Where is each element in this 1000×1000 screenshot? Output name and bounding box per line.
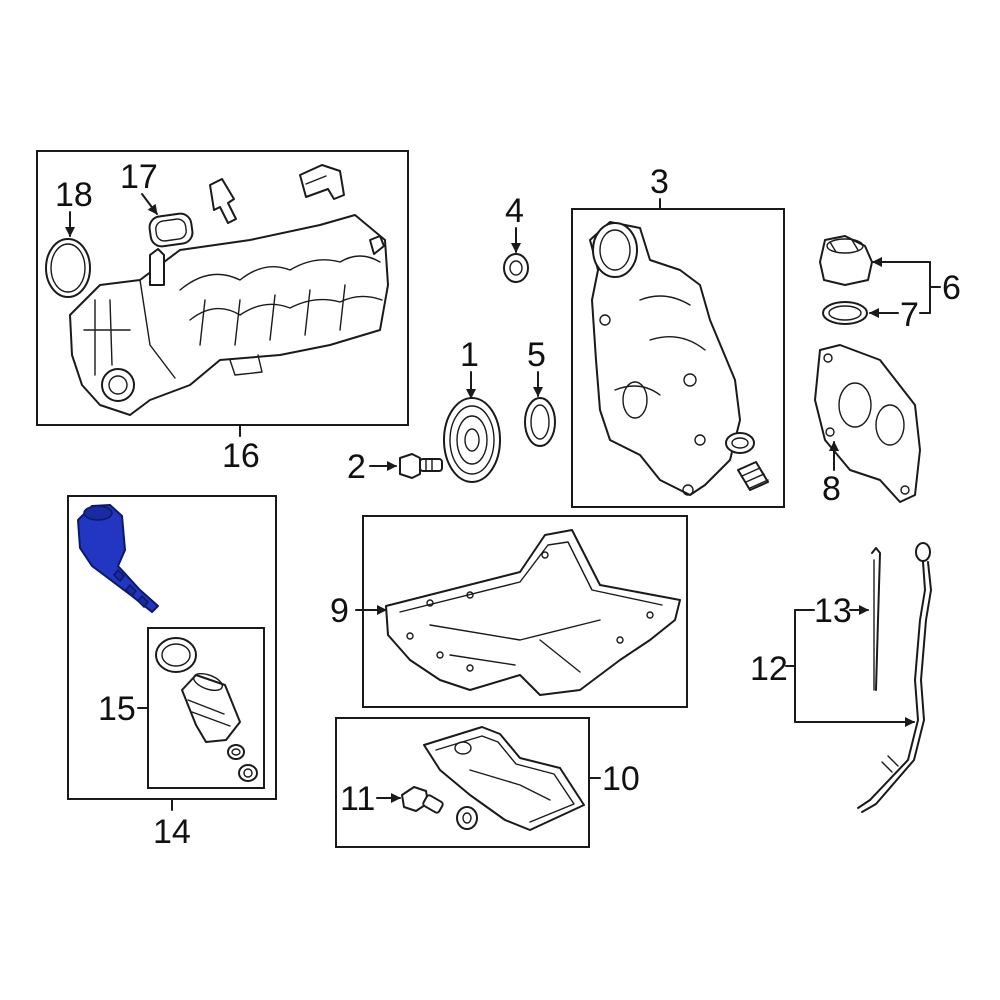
sensor-part[interactable]	[209, 164, 345, 224]
bolt-part-2[interactable]	[399, 453, 443, 479]
oring-small[interactable]	[725, 432, 755, 454]
callout-16[interactable]: 16	[222, 437, 260, 475]
timing-cover-part-3[interactable]	[589, 221, 741, 496]
front-seal-group: 4 5 1 2	[347, 192, 556, 486]
lower-pan-box	[335, 717, 590, 848]
intake-manifold-box	[36, 150, 409, 426]
timing-cover-group: 3	[571, 163, 785, 508]
filler-cap-group: 6 7 8	[814, 235, 961, 508]
callout-14[interactable]: 14	[153, 813, 191, 851]
callout-3[interactable]: 3	[650, 163, 669, 201]
filter-element[interactable]	[181, 670, 241, 743]
seal-part-5[interactable]	[524, 397, 556, 447]
callout-7[interactable]: 7	[900, 296, 919, 334]
oil-pan-part-9[interactable]	[385, 529, 681, 696]
callout-18[interactable]: 18	[55, 176, 93, 214]
callout-12[interactable]: 12	[750, 650, 788, 688]
callout-8[interactable]: 8	[822, 470, 841, 508]
callout-10[interactable]: 10	[602, 760, 640, 798]
filler-cap-part-6[interactable]	[819, 235, 873, 286]
dipstick-group: 13 12	[750, 542, 932, 813]
timing-cover-box	[571, 208, 785, 508]
manifold-body[interactable]	[69, 214, 389, 416]
oil-pan-group: 9	[330, 515, 688, 708]
callout-17[interactable]: 17	[120, 158, 158, 196]
callout-11[interactable]: 11	[340, 780, 375, 818]
callout-4[interactable]: 4	[505, 192, 524, 230]
cover-part-8[interactable]	[814, 344, 921, 503]
intake-manifold-group: 16 18 17	[36, 150, 409, 475]
seal-part-4[interactable]	[503, 253, 529, 283]
gasket-part-17[interactable]	[148, 212, 194, 248]
lower-pan-part-10[interactable]	[423, 726, 585, 831]
small-oring-1[interactable]	[227, 744, 245, 760]
callout-1[interactable]: 1	[460, 336, 479, 374]
oil-filter-group: 14 15	[67, 495, 277, 851]
lower-pan-group: 10 11	[335, 717, 640, 848]
dipstick-tube-part-12[interactable]	[857, 542, 932, 813]
callout-5[interactable]: 5	[527, 336, 546, 374]
oring-part-18[interactable]	[45, 238, 91, 298]
dipstick-part-13[interactable]	[871, 547, 881, 691]
callout-2[interactable]: 2	[347, 448, 366, 486]
oil-pan-box	[362, 515, 688, 708]
oil-filter-housing-part-14[interactable]	[77, 504, 159, 613]
pulley-part-1[interactable]	[443, 397, 501, 483]
drain-washer[interactable]	[456, 806, 478, 830]
callout-9[interactable]: 9	[330, 592, 349, 630]
callout-6[interactable]: 6	[942, 269, 961, 307]
plug-part[interactable]	[737, 461, 769, 491]
small-oring-2[interactable]	[238, 764, 258, 782]
callout-13[interactable]: 13	[814, 592, 852, 630]
drain-plug-part-11[interactable]	[401, 786, 444, 814]
callout-15[interactable]: 15	[98, 690, 136, 728]
